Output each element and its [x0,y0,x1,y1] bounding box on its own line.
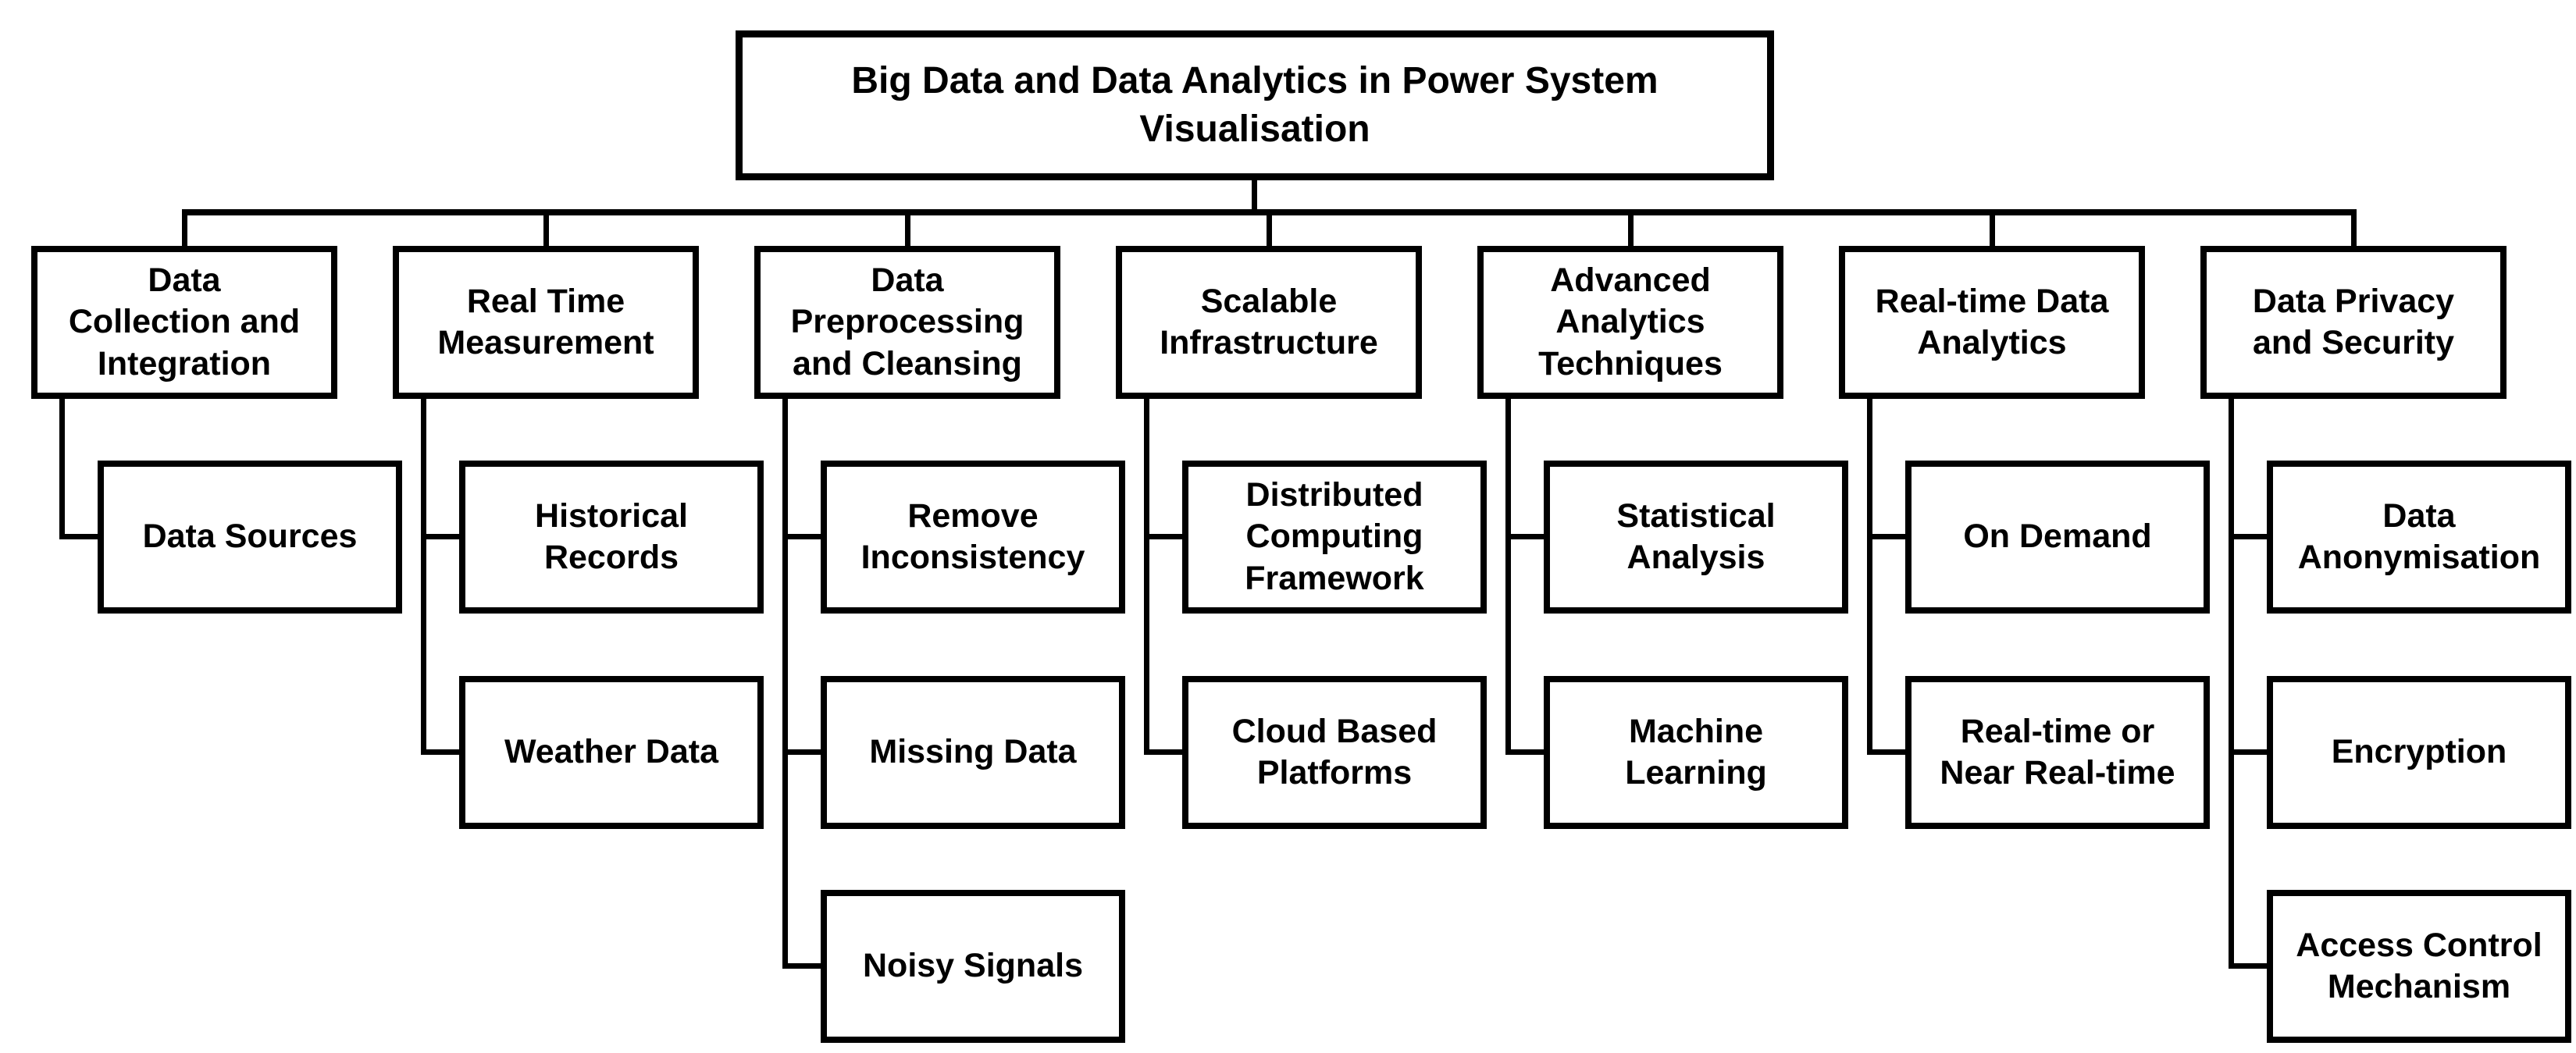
connector-elbow-col6-row2 [1867,749,1905,755]
child-node-noisy-signals: Noisy Signals [821,890,1125,1043]
branch-node-advanced-analytics-techniques: Advanced Analytics Techniques [1477,246,1783,399]
connector-stub-4 [1267,212,1272,246]
connector-elbow-col1-row1 [59,534,98,539]
child-node-real-time-near-real-time: Real-time or Near Real-time [1905,676,2210,829]
connector-root-trunk [1252,177,1257,212]
connector-elbow-col7-row1 [2229,534,2267,539]
connector-trunk-col6 [1867,394,1872,755]
connector-elbow-col5-row2 [1505,749,1544,755]
connector-trunk-col3 [782,394,788,969]
connector-elbow-col7-row3 [2229,963,2267,969]
connector-elbow-col3-row2 [782,749,821,755]
child-node-on-demand: On Demand [1905,461,2210,614]
connector-stub-5 [1628,212,1634,246]
child-node-missing-data: Missing Data [821,676,1125,829]
branch-node-real-time-measurement: Real Time Measurement [393,246,699,399]
connector-trunk-col5 [1505,394,1511,755]
connector-elbow-col7-row2 [2229,749,2267,755]
child-node-access-control-mechanism: Access Control Mechanism [2267,890,2571,1043]
connector-stub-7 [2351,212,2357,246]
child-node-weather-data: Weather Data [459,676,764,829]
connector-elbow-col4-row2 [1144,749,1182,755]
connector-elbow-col5-row1 [1505,534,1544,539]
child-node-machine-learning: Machine Learning [1544,676,1848,829]
connector-stub-2 [543,212,549,246]
branch-node-scalable-infrastructure: Scalable Infrastructure [1116,246,1422,399]
child-node-encryption: Encryption [2267,676,2571,829]
branch-node-data-collection-integration: Data Collection and Integration [31,246,337,399]
connector-trunk-col7 [2229,394,2234,969]
connector-elbow-col2-row1 [421,534,459,539]
connector-trunk-col2 [421,394,426,755]
child-node-data-anonymisation: Data Anonymisation [2267,461,2571,614]
connector-stub-1 [182,212,187,246]
connector-stub-3 [905,212,910,246]
connector-trunk-col4 [1144,394,1149,755]
connector-elbow-col6-row1 [1867,534,1905,539]
child-node-cloud-based-platforms: Cloud Based Platforms [1182,676,1487,829]
connector-elbow-col3-row1 [782,534,821,539]
connector-elbow-col3-row3 [782,963,821,969]
child-node-historical-records: Historical Records [459,461,764,614]
child-node-data-sources: Data Sources [98,461,402,614]
child-node-statistical-analysis: Statistical Analysis [1544,461,1848,614]
connector-stub-6 [1990,212,1995,246]
branch-node-data-privacy-security: Data Privacy and Security [2200,246,2507,399]
connector-trunk-col1 [59,394,65,539]
connector-elbow-col2-row2 [421,749,459,755]
root-node-big-data-analytics: Big Data and Data Analytics in Power Sys… [736,30,1774,180]
child-node-remove-inconsistency: Remove Inconsistency [821,461,1125,614]
connector-elbow-col4-row1 [1144,534,1182,539]
branch-node-real-time-data-analytics: Real-time Data Analytics [1839,246,2145,399]
child-node-distributed-computing-framework: Distributed Computing Framework [1182,461,1487,614]
branch-node-data-preprocessing-cleansing: Data Preprocessing and Cleansing [754,246,1060,399]
